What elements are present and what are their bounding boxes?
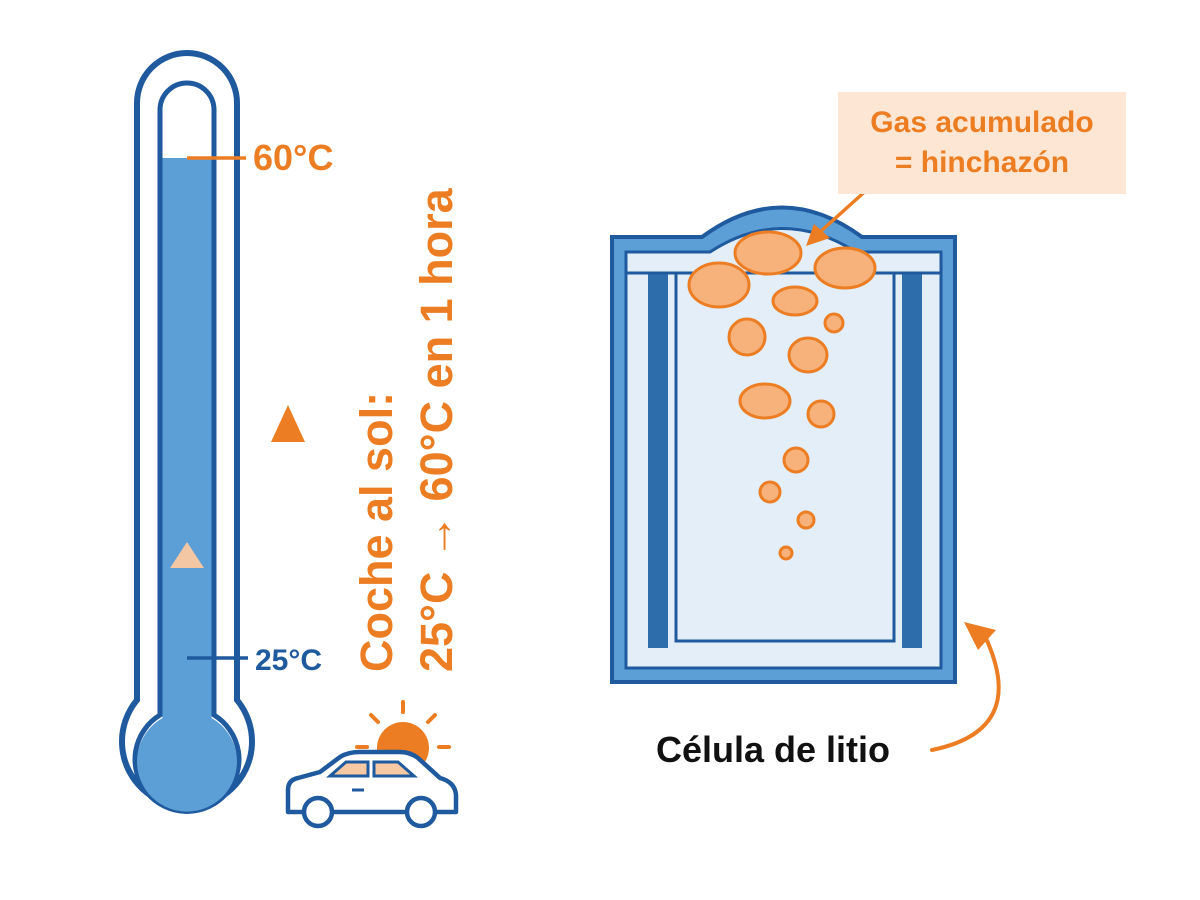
car-icon (285, 749, 459, 829)
top-temperature-marker: 60°C (187, 137, 333, 178)
gas-bubble-icon (823, 312, 845, 334)
gas-bubble-icon (796, 510, 816, 530)
cell-label: Célula de litio (656, 729, 891, 770)
gas-bubble-icon (733, 230, 803, 276)
gas-bubble-icon (782, 446, 810, 474)
gas-bubble-icon (787, 336, 829, 374)
gas-bubbles (687, 230, 877, 561)
gas-bubble-icon (758, 480, 782, 504)
bottom-temperature-label: 25°C (255, 644, 322, 677)
gas-bubble-icon (738, 382, 792, 420)
thermometer-mercury (137, 158, 237, 812)
gas-bubble-icon (727, 317, 767, 357)
curved-arrow-icon (930, 622, 1001, 752)
gas-label-line-1: Gas acumulado (870, 106, 1094, 139)
gas-bubble-icon (813, 246, 877, 290)
thermometer-icon (119, 50, 255, 814)
gas-bubble-icon (687, 261, 751, 309)
gas-label-line-2: = hinchazón (894, 146, 1070, 179)
battery-cell-icon (610, 205, 957, 684)
bottom-temperature-marker: 25°C (187, 644, 322, 677)
up-arrow-icon (271, 405, 305, 614)
top-temperature-label: 60°C (253, 137, 333, 178)
gas-label-box: Gas acumulado = hinchazón (838, 92, 1126, 194)
gas-bubble-icon (806, 399, 836, 429)
gas-bubble-icon (778, 545, 794, 561)
heading-line-1: Coche al sol: (351, 392, 402, 672)
gas-bubble-icon (771, 285, 819, 317)
heading: Coche al sol: 25°C → 60°C en 1 hora (351, 187, 462, 672)
heading-line-2: 25°C → 60°C en 1 hora (411, 187, 462, 672)
